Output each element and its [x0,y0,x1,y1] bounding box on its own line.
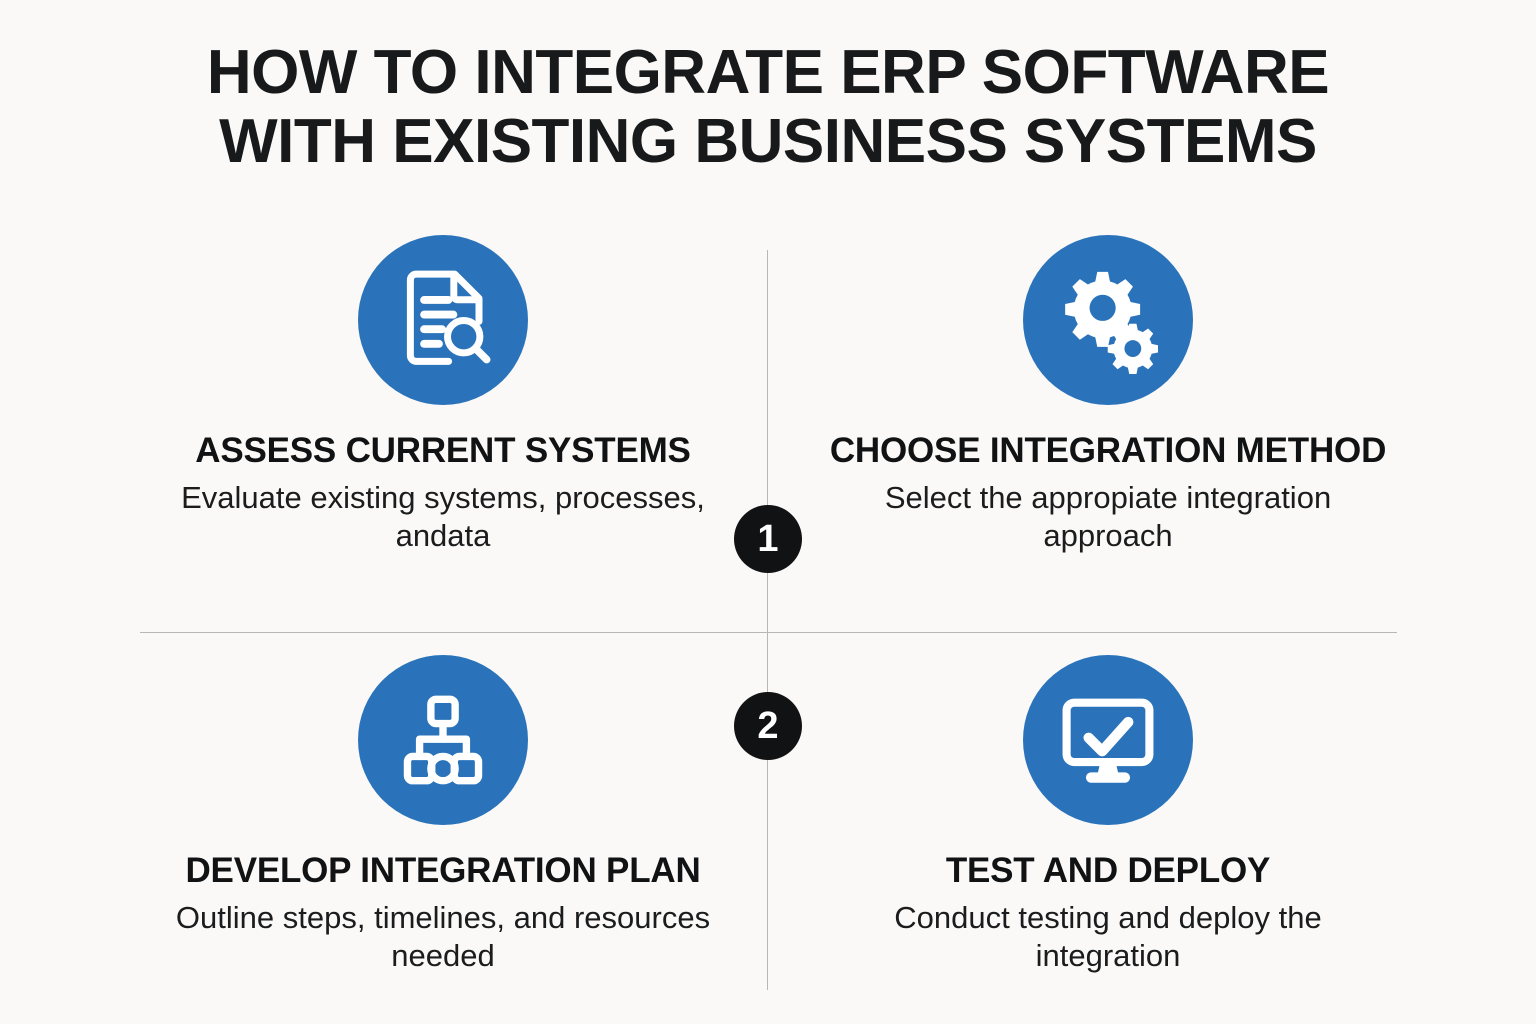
hierarchy-icon [391,688,495,792]
title-line-2: WITH EXISTING BUSINESS SYSTEMS [219,107,1317,177]
step-heading-1: ASSESS CURRENT SYSTEMS [195,431,691,470]
step-heading-2: CHOOSE INTEGRATION METHOD [829,431,1387,470]
step-body-2: Select the appropiate integration approa… [884,479,1332,554]
gears-icon [1052,264,1164,376]
step-card-assess-current-systems: ASSESS CURRENT SYSTEMS Evaluate existing… [143,235,743,556]
step-badge-1: 1 [734,505,802,573]
icon-circle-2 [1023,235,1193,405]
page-title: HOW TO INTEGRATE ERP SOFTWARE WITH EXIST… [0,38,1536,177]
title-line-1: HOW TO INTEGRATE ERP SOFTWARE [206,38,1330,107]
step-badge-2: 2 [734,692,802,760]
step-card-develop-integration-plan: DEVELOP INTEGRATION PLAN Outline steps, … [143,655,743,976]
step-badge-2-label: 2 [757,704,779,747]
step-body-1: Evaluate existing systems, processes, an… [181,479,705,554]
step-card-choose-integration-method: CHOOSE INTEGRATION METHOD Select the app… [808,235,1408,556]
step-body-3: Outline steps, timelines, and resources … [175,899,711,974]
step-heading-4: TEST AND DEPLOY [945,851,1271,890]
step-heading-3: DEVELOP INTEGRATION PLAN [185,851,701,890]
step-badge-1-label: 1 [757,517,779,560]
step-body-4: Conduct testing and deploy the integrati… [894,899,1322,974]
monitor-check-icon [1054,686,1162,794]
document-search-icon [389,266,497,374]
icon-circle-4 [1023,655,1193,825]
icon-circle-1 [358,235,528,405]
vertical-divider [767,250,768,990]
icon-circle-3 [358,655,528,825]
horizontal-divider [140,632,1397,633]
step-card-test-and-deploy: TEST AND DEPLOY Conduct testing and depl… [808,655,1408,976]
